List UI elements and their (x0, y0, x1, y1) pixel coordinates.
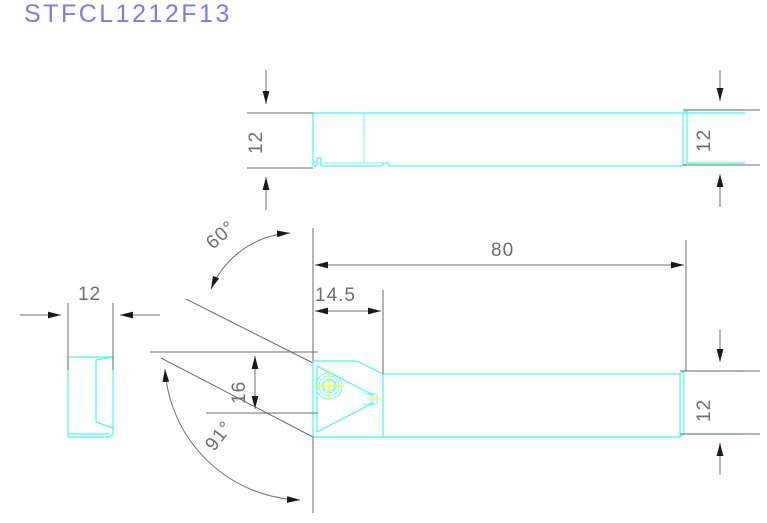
dim-top-left-height: 12 (246, 131, 267, 154)
front-view-geometry (312, 360, 745, 438)
dim-insert-angle: 91° (201, 417, 237, 455)
tip-offset-dim-14-5: 14.5 (312, 255, 384, 355)
dim-top-right-height: 12 (694, 129, 715, 152)
dim-tip-height: 16 (229, 381, 250, 404)
end-view-dim-12: 12 (20, 284, 160, 370)
top-view-left-dim-12: 12 (246, 70, 313, 210)
dim-front-right-height: 12 (694, 399, 715, 422)
tip-height-dim-16: 16 (150, 351, 318, 414)
dim-end-view-width: 12 (78, 284, 101, 305)
lead-angle-60: 60° (185, 217, 314, 364)
dim-overall-length: 80 (491, 240, 514, 261)
drawing-title: STFCL1212F13 (24, 0, 232, 28)
top-view-geometry (312, 109, 745, 167)
screw-center-mark (314, 371, 381, 401)
front-view-right-dim-12: 12 (680, 330, 760, 475)
construction-lines (312, 330, 687, 374)
overall-length-dim-80: 80 (312, 240, 687, 360)
dim-tip-offset: 14.5 (315, 285, 356, 306)
dim-lead-angle: 60° (202, 217, 240, 254)
top-view-right-dim-12: 12 (683, 70, 760, 207)
end-view-geometry (67, 356, 114, 438)
